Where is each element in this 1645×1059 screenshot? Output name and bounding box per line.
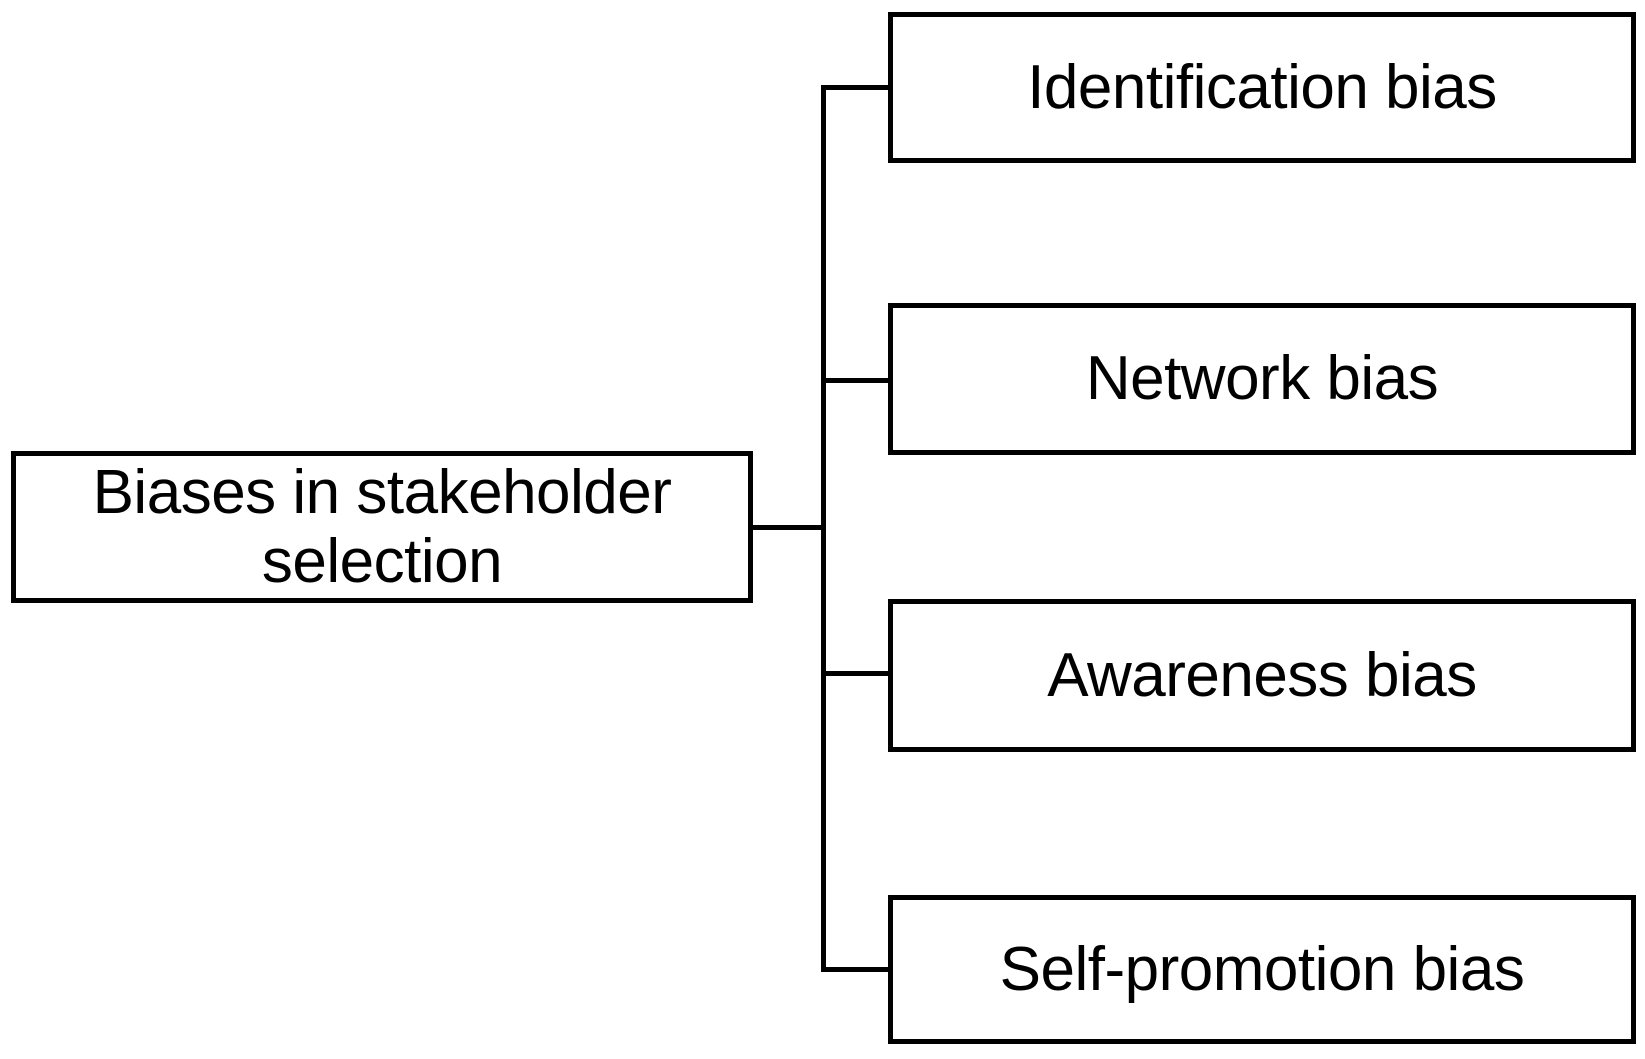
connector-branch-identification-bias xyxy=(821,85,891,90)
node-root-label: Biases in stakeholder selection xyxy=(92,457,672,596)
node-identification-bias: Identification bias xyxy=(888,12,1636,163)
connector-branch-network-bias xyxy=(821,378,891,383)
node-self-promotion-bias: Self-promotion bias xyxy=(888,895,1636,1044)
connector-branch-self-promotion-bias xyxy=(821,967,891,972)
connector-trunk-vertical xyxy=(821,85,826,972)
node-network-bias: Network bias xyxy=(888,303,1636,455)
node-self-promotion-bias-label: Self-promotion bias xyxy=(999,934,1525,1004)
connector-root-to-trunk xyxy=(751,525,826,530)
connector-branch-awareness-bias xyxy=(821,671,891,676)
node-awareness-bias-label: Awareness bias xyxy=(1047,640,1477,710)
node-awareness-bias: Awareness bias xyxy=(888,599,1636,752)
node-network-bias-label: Network bias xyxy=(1085,344,1439,414)
node-root-biases-in-stakeholder-selection: Biases in stakeholder selection xyxy=(11,451,753,603)
node-identification-bias-label: Identification bias xyxy=(1027,52,1497,122)
